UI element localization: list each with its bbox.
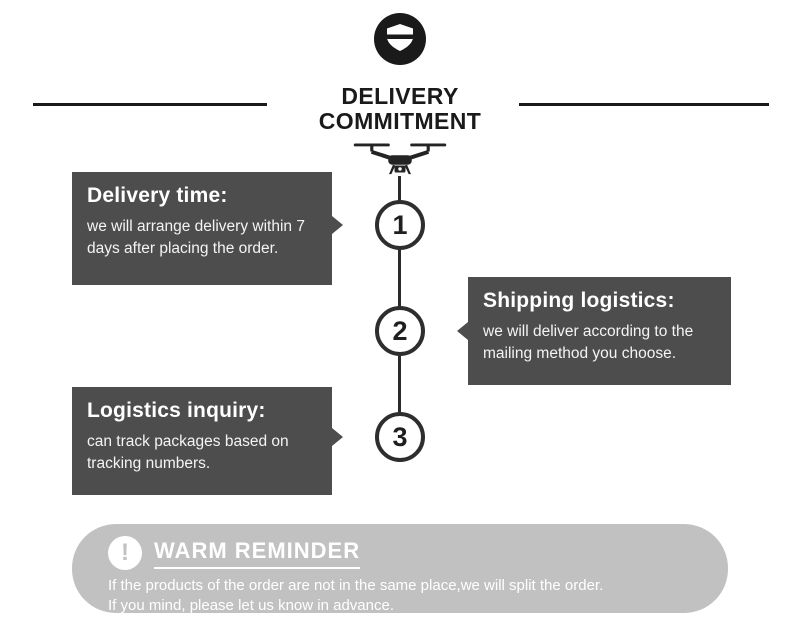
shield-icon [374,13,426,65]
reminder-header: ! WARM REMINDER [108,533,698,573]
exclamation-icon: ! [108,536,142,570]
step-number-1: 1 [375,200,425,250]
step-number-2: 2 [375,306,425,356]
step-number-3: 3 [375,412,425,462]
page-title: DELIVERY COMMITMENT [0,84,800,134]
step-body: can track packages based on tracking num… [87,433,289,472]
reminder-line-1: If the products of the order are not in … [108,577,604,594]
step-card-shipping-logistics: Shipping logistics: we will deliver acco… [457,277,731,385]
warm-reminder-banner: ! WARM REMINDER If the products of the o… [72,524,728,614]
step-body: we will deliver according to the mailing… [483,323,694,362]
pointer-arrow-icon [332,428,343,446]
reminder-title: WARM REMINDER [154,538,361,569]
left-divider [33,103,267,106]
title-line-2: COMMITMENT [318,108,482,134]
drone-icon [353,141,447,179]
step-title: Shipping logistics: [483,289,675,312]
step-card-delivery-time: Delivery time: we will arrange delivery … [72,172,343,285]
reminder-line-2: If you mind, please let us know in advan… [108,597,394,614]
pointer-arrow-icon [457,322,468,340]
step-card-logistics-inquiry: Logistics inquiry: can track packages ba… [72,387,343,495]
step-title: Delivery time: [87,184,228,207]
right-divider [519,103,769,106]
pointer-arrow-icon [332,216,343,234]
title-line-1: DELIVERY [341,83,459,109]
step-title: Logistics inquiry: [87,399,266,422]
step-body: we will arrange delivery within 7 days a… [87,218,305,257]
